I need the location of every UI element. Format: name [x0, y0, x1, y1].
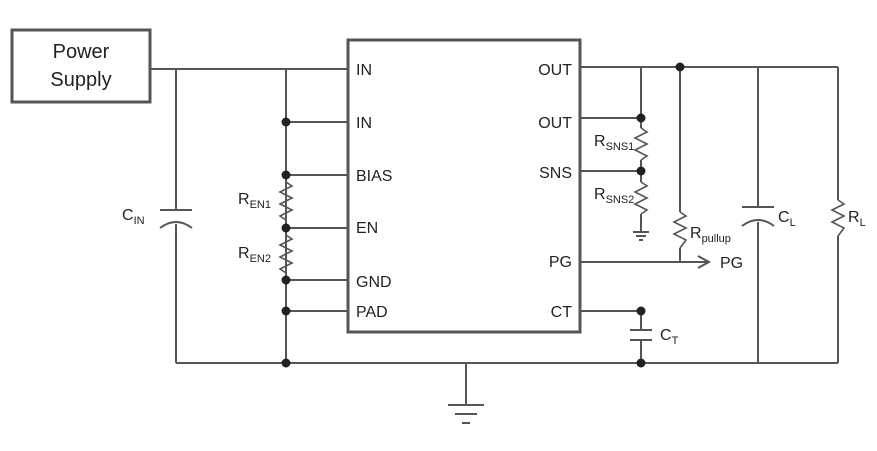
junction-dot [281, 306, 291, 316]
cl-label: CL [778, 209, 796, 229]
ren1-label: REN1 [238, 191, 271, 211]
pin-in-1: IN [356, 62, 372, 79]
junction-dot [281, 223, 291, 233]
junction-dot [281, 275, 291, 285]
pin-en: EN [356, 220, 378, 237]
ground-symbol-main [448, 404, 484, 424]
capacitor-ct: CT [630, 327, 679, 347]
pin-pad: PAD [356, 304, 388, 321]
pin-sns: SNS [539, 165, 572, 182]
power-supply-block: Power Supply [10, 28, 152, 104]
ic-package: IN IN BIAS EN GND PAD OUT OUT SNS PG CT [346, 38, 582, 334]
power-supply-label-line1: Power [53, 41, 110, 63]
pin-pg: PG [549, 254, 572, 271]
resistor-rsns2: RSNS2 [594, 181, 649, 215]
pin-in-2: IN [356, 115, 372, 132]
pin-out-1: OUT [538, 62, 572, 79]
resistor-ren1: REN1 [238, 181, 294, 221]
pin-bias: BIAS [356, 168, 392, 185]
capacitor-cl: CL [741, 206, 796, 229]
pin-ct: CT [551, 304, 573, 321]
ct-label: CT [660, 327, 679, 347]
resistor-rpullup: Rpullup [672, 211, 731, 249]
junction-dots [281, 62, 685, 368]
pin-gnd: GND [356, 274, 392, 291]
pg-output-label: PG [720, 255, 743, 272]
resistor-ren2: REN2 [238, 234, 294, 274]
cin-label: CIN [122, 207, 145, 227]
junction-dot [636, 306, 646, 316]
rsns2-label: RSNS2 [594, 186, 634, 206]
resistor-rl: RL [830, 199, 866, 237]
junction-dot [281, 358, 291, 368]
wires [150, 66, 839, 404]
junction-dot [636, 166, 646, 176]
capacitor-cin: CIN [122, 207, 193, 229]
junction-dot [675, 62, 685, 72]
rpullup-label: Rpullup [690, 225, 731, 245]
rl-label: RL [848, 209, 866, 229]
pin-out-2: OUT [538, 115, 572, 132]
pg-output-arrow: PG [697, 255, 743, 272]
junction-dot [636, 113, 646, 123]
ground-symbol-sns [633, 231, 649, 241]
junction-dot [636, 358, 646, 368]
rsns1-label: RSNS1 [594, 133, 634, 153]
power-supply-label-line2: Supply [50, 69, 111, 91]
junction-dot [281, 117, 291, 127]
junction-dot [281, 170, 291, 180]
ren2-label: REN2 [238, 245, 271, 265]
resistor-rsns1: RSNS1 [594, 127, 649, 161]
